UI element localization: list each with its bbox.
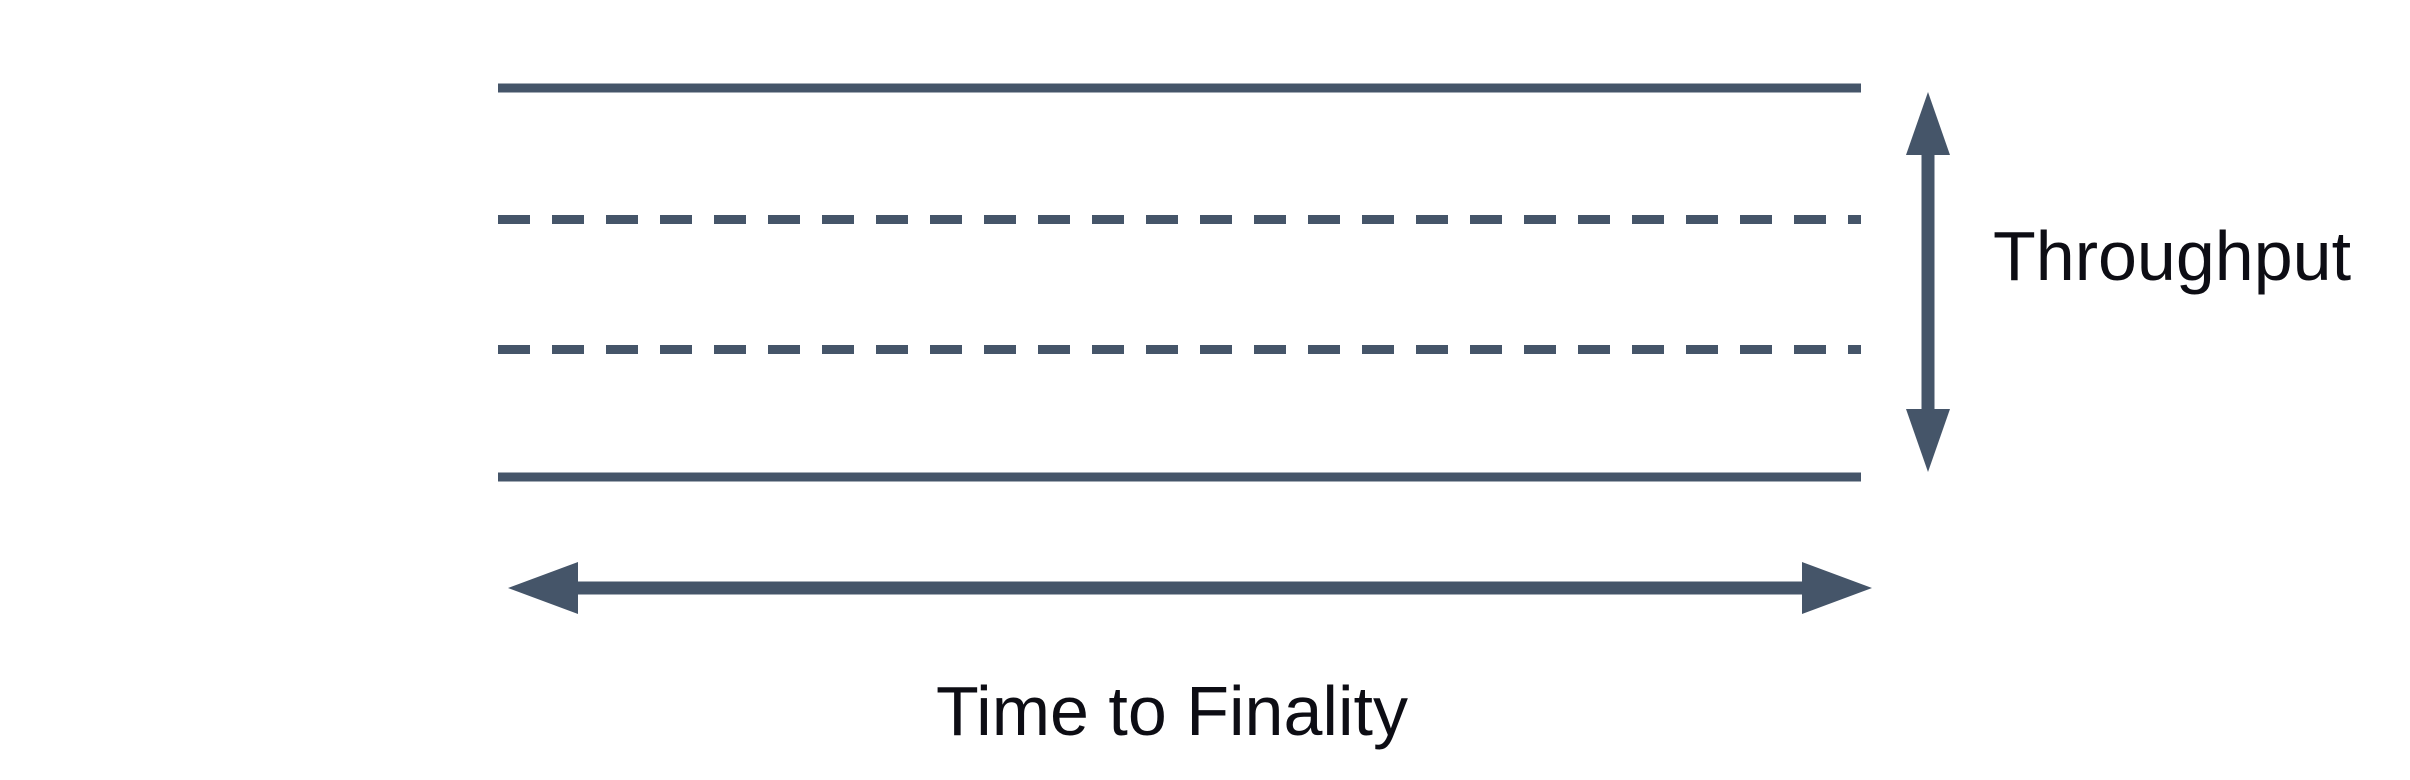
time-to-finality-axis-label: Time to Finality xyxy=(936,672,1408,750)
throughput-axis-label: Throughput xyxy=(1993,217,2352,295)
double-arrow-vertical-icon xyxy=(1906,92,1950,472)
double-arrow-horizontal-icon xyxy=(508,562,1872,614)
